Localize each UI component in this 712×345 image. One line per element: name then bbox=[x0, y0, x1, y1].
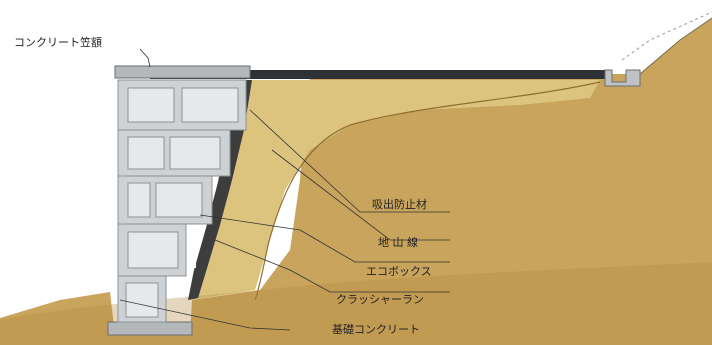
crusher-run-zone bbox=[190, 80, 600, 300]
block-course-1 bbox=[117, 79, 247, 131]
road-surface bbox=[150, 70, 605, 79]
leader-concrete-cap bbox=[139, 48, 151, 68]
leader-outflow-prevention bbox=[249, 109, 450, 213]
drain-layer bbox=[188, 80, 252, 300]
leader-ground-line bbox=[271, 149, 450, 241]
slope-surface-line bbox=[639, 17, 712, 75]
label-foundation-concrete: 基礎コンクリート bbox=[332, 323, 420, 336]
weep-hole bbox=[190, 262, 196, 268]
label-outflow-prevention: 吸出防止材 bbox=[372, 197, 427, 211]
block-course-5 bbox=[117, 275, 167, 323]
label-ecobox: エコボックス bbox=[366, 265, 432, 278]
block-course-4 bbox=[117, 223, 187, 277]
label-concrete-cap: コンクリート笠額 bbox=[14, 35, 102, 49]
original-slope-dotted-line bbox=[621, 11, 712, 61]
label-crusher-run: クラッシャーラン bbox=[336, 293, 424, 306]
block-course-2 bbox=[117, 129, 231, 177]
leader-crusher-run bbox=[214, 239, 450, 293]
leader-ecobox bbox=[199, 214, 450, 263]
label-ground-line: 地 山 線 bbox=[378, 235, 418, 249]
concrete-cap bbox=[114, 65, 251, 79]
foundation-concrete bbox=[107, 321, 193, 336]
leader-foundation bbox=[119, 299, 291, 331]
road-gutter bbox=[604, 69, 641, 87]
block-course-3 bbox=[117, 175, 213, 225]
ground-line-curve bbox=[254, 81, 601, 301]
